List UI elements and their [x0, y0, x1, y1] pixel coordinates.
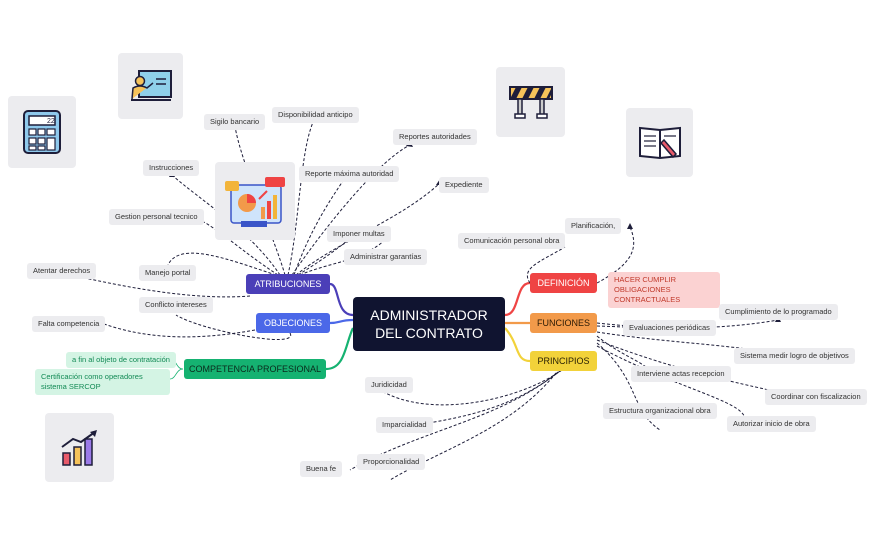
leaf-estructura-organizacional-obra[interactable]: Estructura organizacional obra	[603, 403, 717, 419]
svg-text:22: 22	[47, 118, 55, 125]
leaf-administrar-garantias[interactable]: Administrar garantías	[344, 249, 428, 265]
leaf-planificacion[interactable]: Planificación,	[565, 218, 622, 234]
leaf-proporcionalidad[interactable]: Proporcionalidad	[357, 454, 426, 470]
growth-chart-icon-card	[45, 413, 114, 482]
calculator-icon-card: 22	[8, 96, 76, 168]
leaf-evaluaciones-periodicas[interactable]: Evaluaciones periódicas	[623, 320, 716, 336]
central-topic[interactable]: ADMINISTRADOR DEL CONTRATO	[353, 297, 505, 351]
leaf-certificacion-sercop[interactable]: Certificación como operadores sistema SE…	[35, 369, 170, 395]
branch-competencia-profesional[interactable]: COMPETENCIA PROFESIONAL	[184, 359, 326, 379]
branch-funciones[interactable]: FUNCIONES	[530, 313, 597, 333]
leaf-buena-fe[interactable]: Buena fe	[300, 461, 343, 477]
leaf-reporte-maxima-autoridad[interactable]: Reporte máxima autoridad	[299, 166, 400, 182]
leaf-atentar-derechos[interactable]: Atentar derechos	[27, 263, 97, 279]
roadblock-icon-card	[496, 67, 565, 137]
growth-chart-icon	[60, 429, 97, 466]
branch-principios[interactable]: PRINCIPIOS	[530, 351, 597, 371]
leaf-conflicto-intereses[interactable]: Conflicto intereses	[139, 297, 213, 313]
leaf-reportes-autoridades[interactable]: Reportes autoridades	[393, 129, 477, 145]
leaf-afin-objeto-contratacion[interactable]: a fin al objeto de contratación	[66, 352, 176, 368]
leaf-gestion-personal-tecnico[interactable]: Gestion personal tecnico	[109, 209, 204, 225]
leaf-imponer-multas[interactable]: Imponer multas	[327, 226, 391, 242]
central-topic-line-2: DEL CONTRATO	[375, 325, 483, 341]
leaf-imparcialidad[interactable]: Imparcialidad	[376, 417, 433, 433]
roadblock-icon	[508, 86, 553, 119]
book-pen-icon-card	[626, 108, 693, 177]
leaf-autorizar-inicio-obra[interactable]: Autorizar inicio de obra	[727, 416, 816, 432]
branch-objeciones[interactable]: OBJECIONES	[256, 313, 330, 333]
calculator-icon: 22	[23, 110, 61, 154]
leaf-expediente[interactable]: Expediente	[439, 177, 489, 193]
leaf-manejo-portal[interactable]: Manejo portal	[139, 265, 197, 281]
leaf-sistema-medir-logro[interactable]: Sistema medir logro de objetivos	[734, 348, 855, 364]
leaf-falta-competencia[interactable]: Falta competencia	[32, 316, 106, 332]
teacher-icon	[130, 70, 172, 101]
leaf-disponibilidad-anticipo[interactable]: Disponibilidad anticipo	[272, 107, 359, 123]
book-pen-icon	[638, 126, 681, 159]
leaf-interviene-actas-recepcion[interactable]: Interviene actas recepcion	[631, 366, 731, 382]
leaf-comunicacion-personal-obra[interactable]: Comunicación personal obra	[458, 233, 566, 249]
central-topic-line-1: ADMINISTRADOR	[370, 307, 488, 323]
leaf-instrucciones[interactable]: Instrucciones	[143, 160, 200, 176]
analytics-dashboard-icon-card	[215, 162, 295, 240]
leaf-cumplimiento-programado[interactable]: Cumplimiento de lo programado	[719, 304, 838, 320]
leaf-coordinar-fiscalizacion[interactable]: Coordinar con fiscalizacion	[765, 389, 867, 405]
analytics-dashboard-icon	[225, 177, 285, 227]
leaf-sigilo-bancario[interactable]: Sigilo bancario	[204, 114, 266, 130]
branch-definicion[interactable]: DEFINICIÓN	[530, 273, 597, 293]
leaf-juridicidad[interactable]: Juridicidad	[365, 377, 413, 393]
teacher-icon-card	[118, 53, 183, 119]
branch-atribuciones[interactable]: ATRIBUCIONES	[246, 274, 330, 294]
leaf-hacer-cumplir-obligaciones[interactable]: HACER CUMPLIR OBLIGACIONES CONTRACTUALES	[608, 272, 720, 308]
